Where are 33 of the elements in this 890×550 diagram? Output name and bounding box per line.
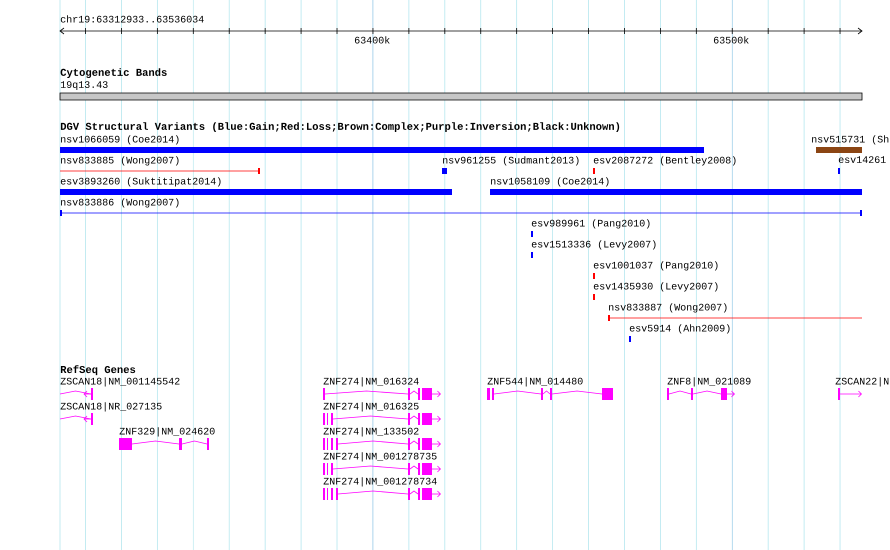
feature-label: nsv833885 (Wong2007) xyxy=(61,156,179,166)
feature-label: ZSCAN22|N xyxy=(836,377,888,387)
feature-label: esv14261 xyxy=(838,156,886,163)
track-title: DGV Structural Variants (Blue:Gain;Red:Loss;Brown:Complex;Purple:Inversion;Black:Unknown) xyxy=(60,122,620,132)
feature-label: nsv833886 (Wong2007) xyxy=(61,198,179,208)
feature-label: nsv1058109 (Coe2014) xyxy=(491,177,609,187)
feature-label: esv1513336 (Levy2007) xyxy=(532,240,656,250)
tick-label: 63400k xyxy=(354,36,390,44)
feature-label: ZNF274|NM_016324 xyxy=(324,377,419,387)
feature-label: ZNF329|NM_024620 xyxy=(120,427,215,437)
feature-label: ZNF8|NM_021089 xyxy=(668,377,751,387)
feature-label: ZNF274|NM_001278735 xyxy=(324,452,437,462)
feature-label: ZNF544|NM_014480 xyxy=(488,377,583,387)
feature-label: esv1435930 (Levy2007) xyxy=(594,282,718,292)
tick-label: 63500k xyxy=(714,36,749,44)
feature-label: nsv961255 (Sudmant2013) xyxy=(443,156,579,166)
feature-label: esv5914 (Ahn2009) xyxy=(630,324,730,334)
feature-label: esv3893260 (Suktitipat2014) xyxy=(60,177,221,187)
feature-label: 19q13.43 xyxy=(60,81,108,90)
feature-label: ZNF274|NM_133502 xyxy=(324,427,418,437)
feature-label: ZSCAN18|NR_027135 xyxy=(60,402,162,412)
feature-label: nsv833887 (Wong2007) xyxy=(609,303,727,313)
feature-label: ZNF274|NM_016325 xyxy=(324,402,419,412)
feature-label: esv1001037 (Pang2010) xyxy=(594,261,718,271)
track-title: Cytogenetic Bands xyxy=(60,68,167,78)
feature-label: ZSCAN18|NM_001145542 xyxy=(60,377,180,387)
feature-label: ZNF274|NM_001278734 xyxy=(324,477,437,487)
track-title: RefSeq Genes xyxy=(60,365,136,376)
position-label: chr19:63312933..63536034 xyxy=(60,15,204,23)
feature-label: nsv515731 (Sh xyxy=(812,135,888,145)
feature-label: esv989961 (Pang2010) xyxy=(532,219,650,229)
feature-label: esv2087272 (Bentley2008) xyxy=(594,156,736,166)
feature-label: nsv1066059 (Coe2014) xyxy=(61,135,179,145)
